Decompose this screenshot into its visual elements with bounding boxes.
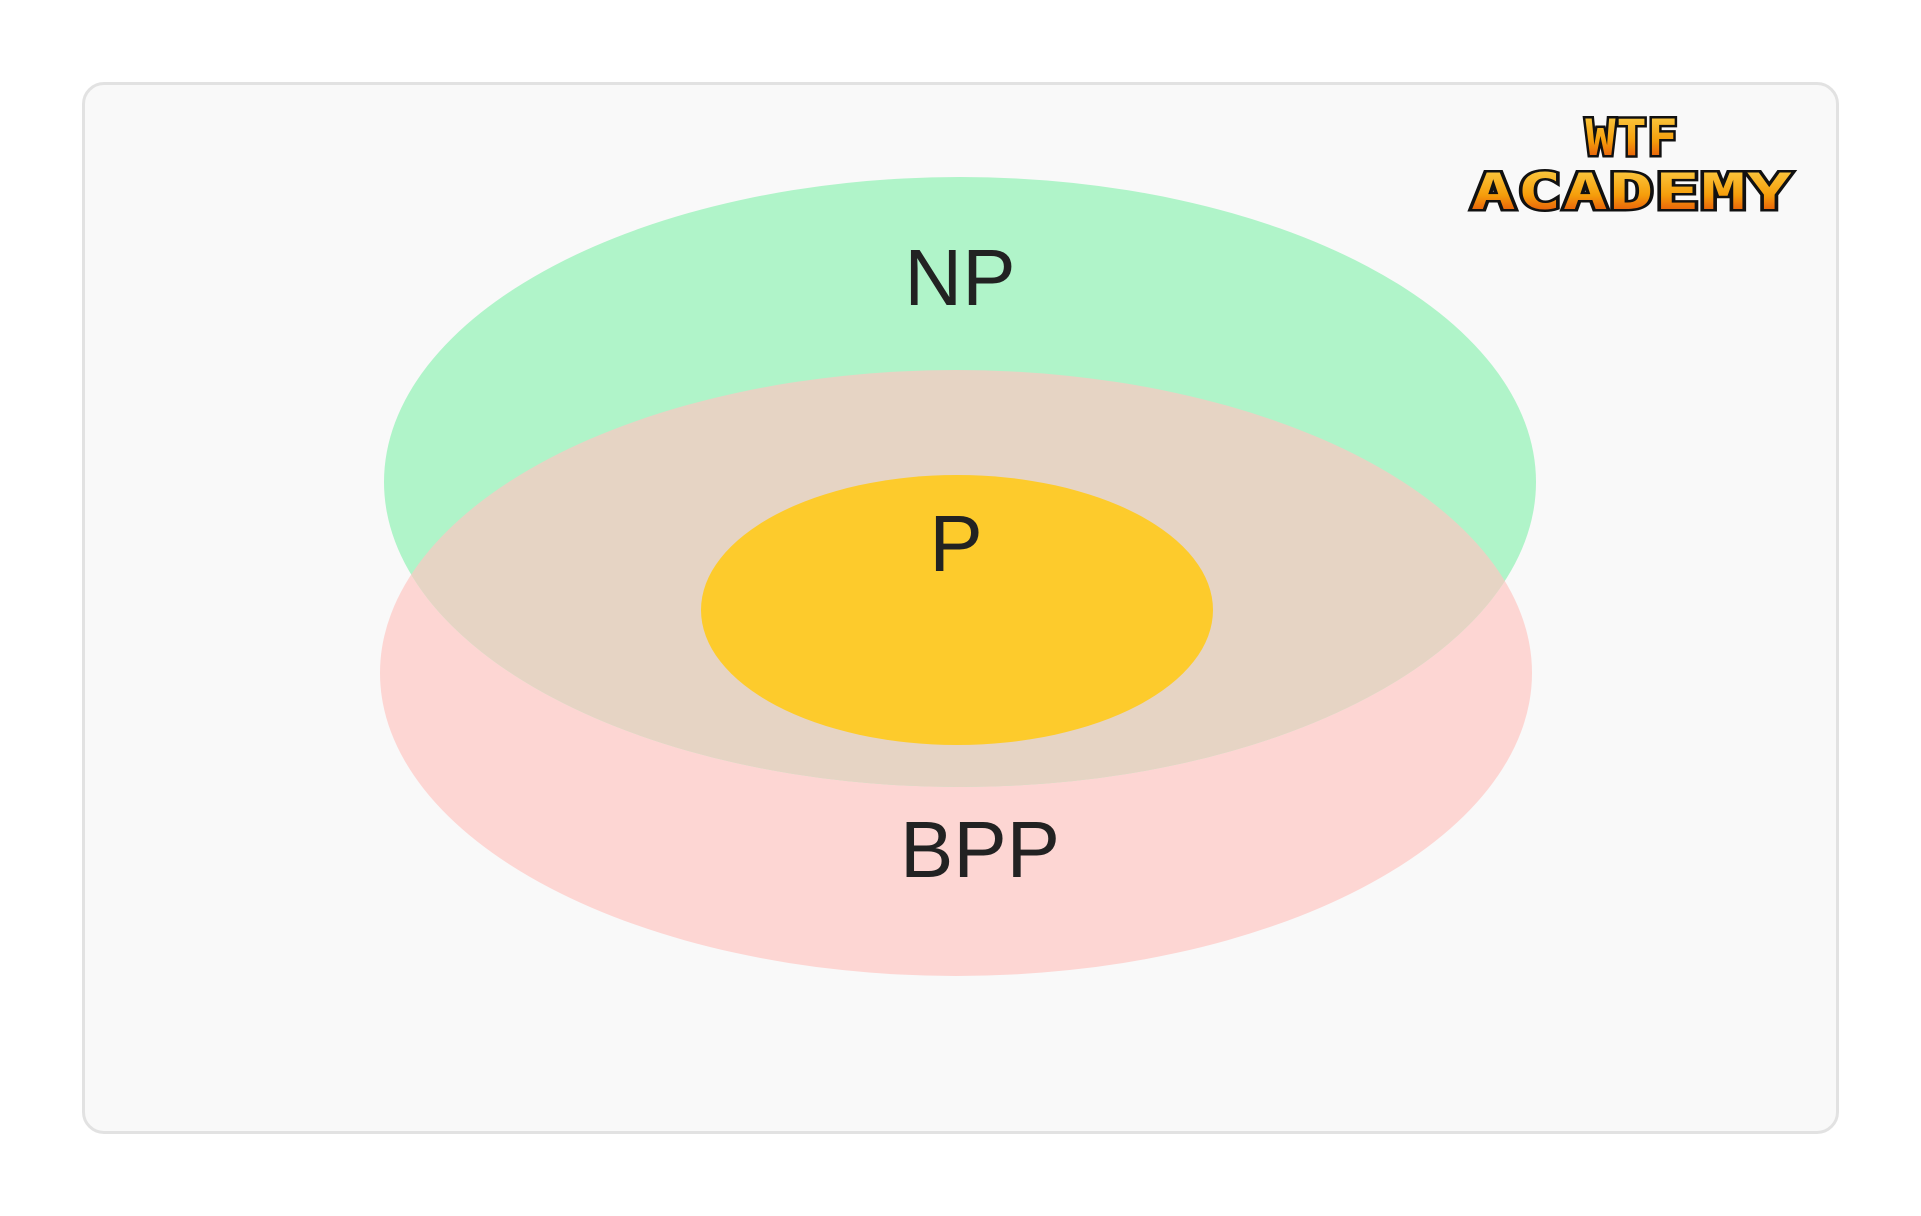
- wtf-academy-logo: WTF ACADEMY: [1469, 107, 1795, 224]
- svg-text:ACADEMY: ACADEMY: [1471, 163, 1793, 221]
- np-label: NP: [904, 233, 1015, 322]
- p-label: P: [929, 499, 982, 588]
- svg-text:WTF: WTF: [1585, 109, 1678, 167]
- bpp-label: BPP: [900, 805, 1060, 894]
- p-set-region: [701, 475, 1213, 745]
